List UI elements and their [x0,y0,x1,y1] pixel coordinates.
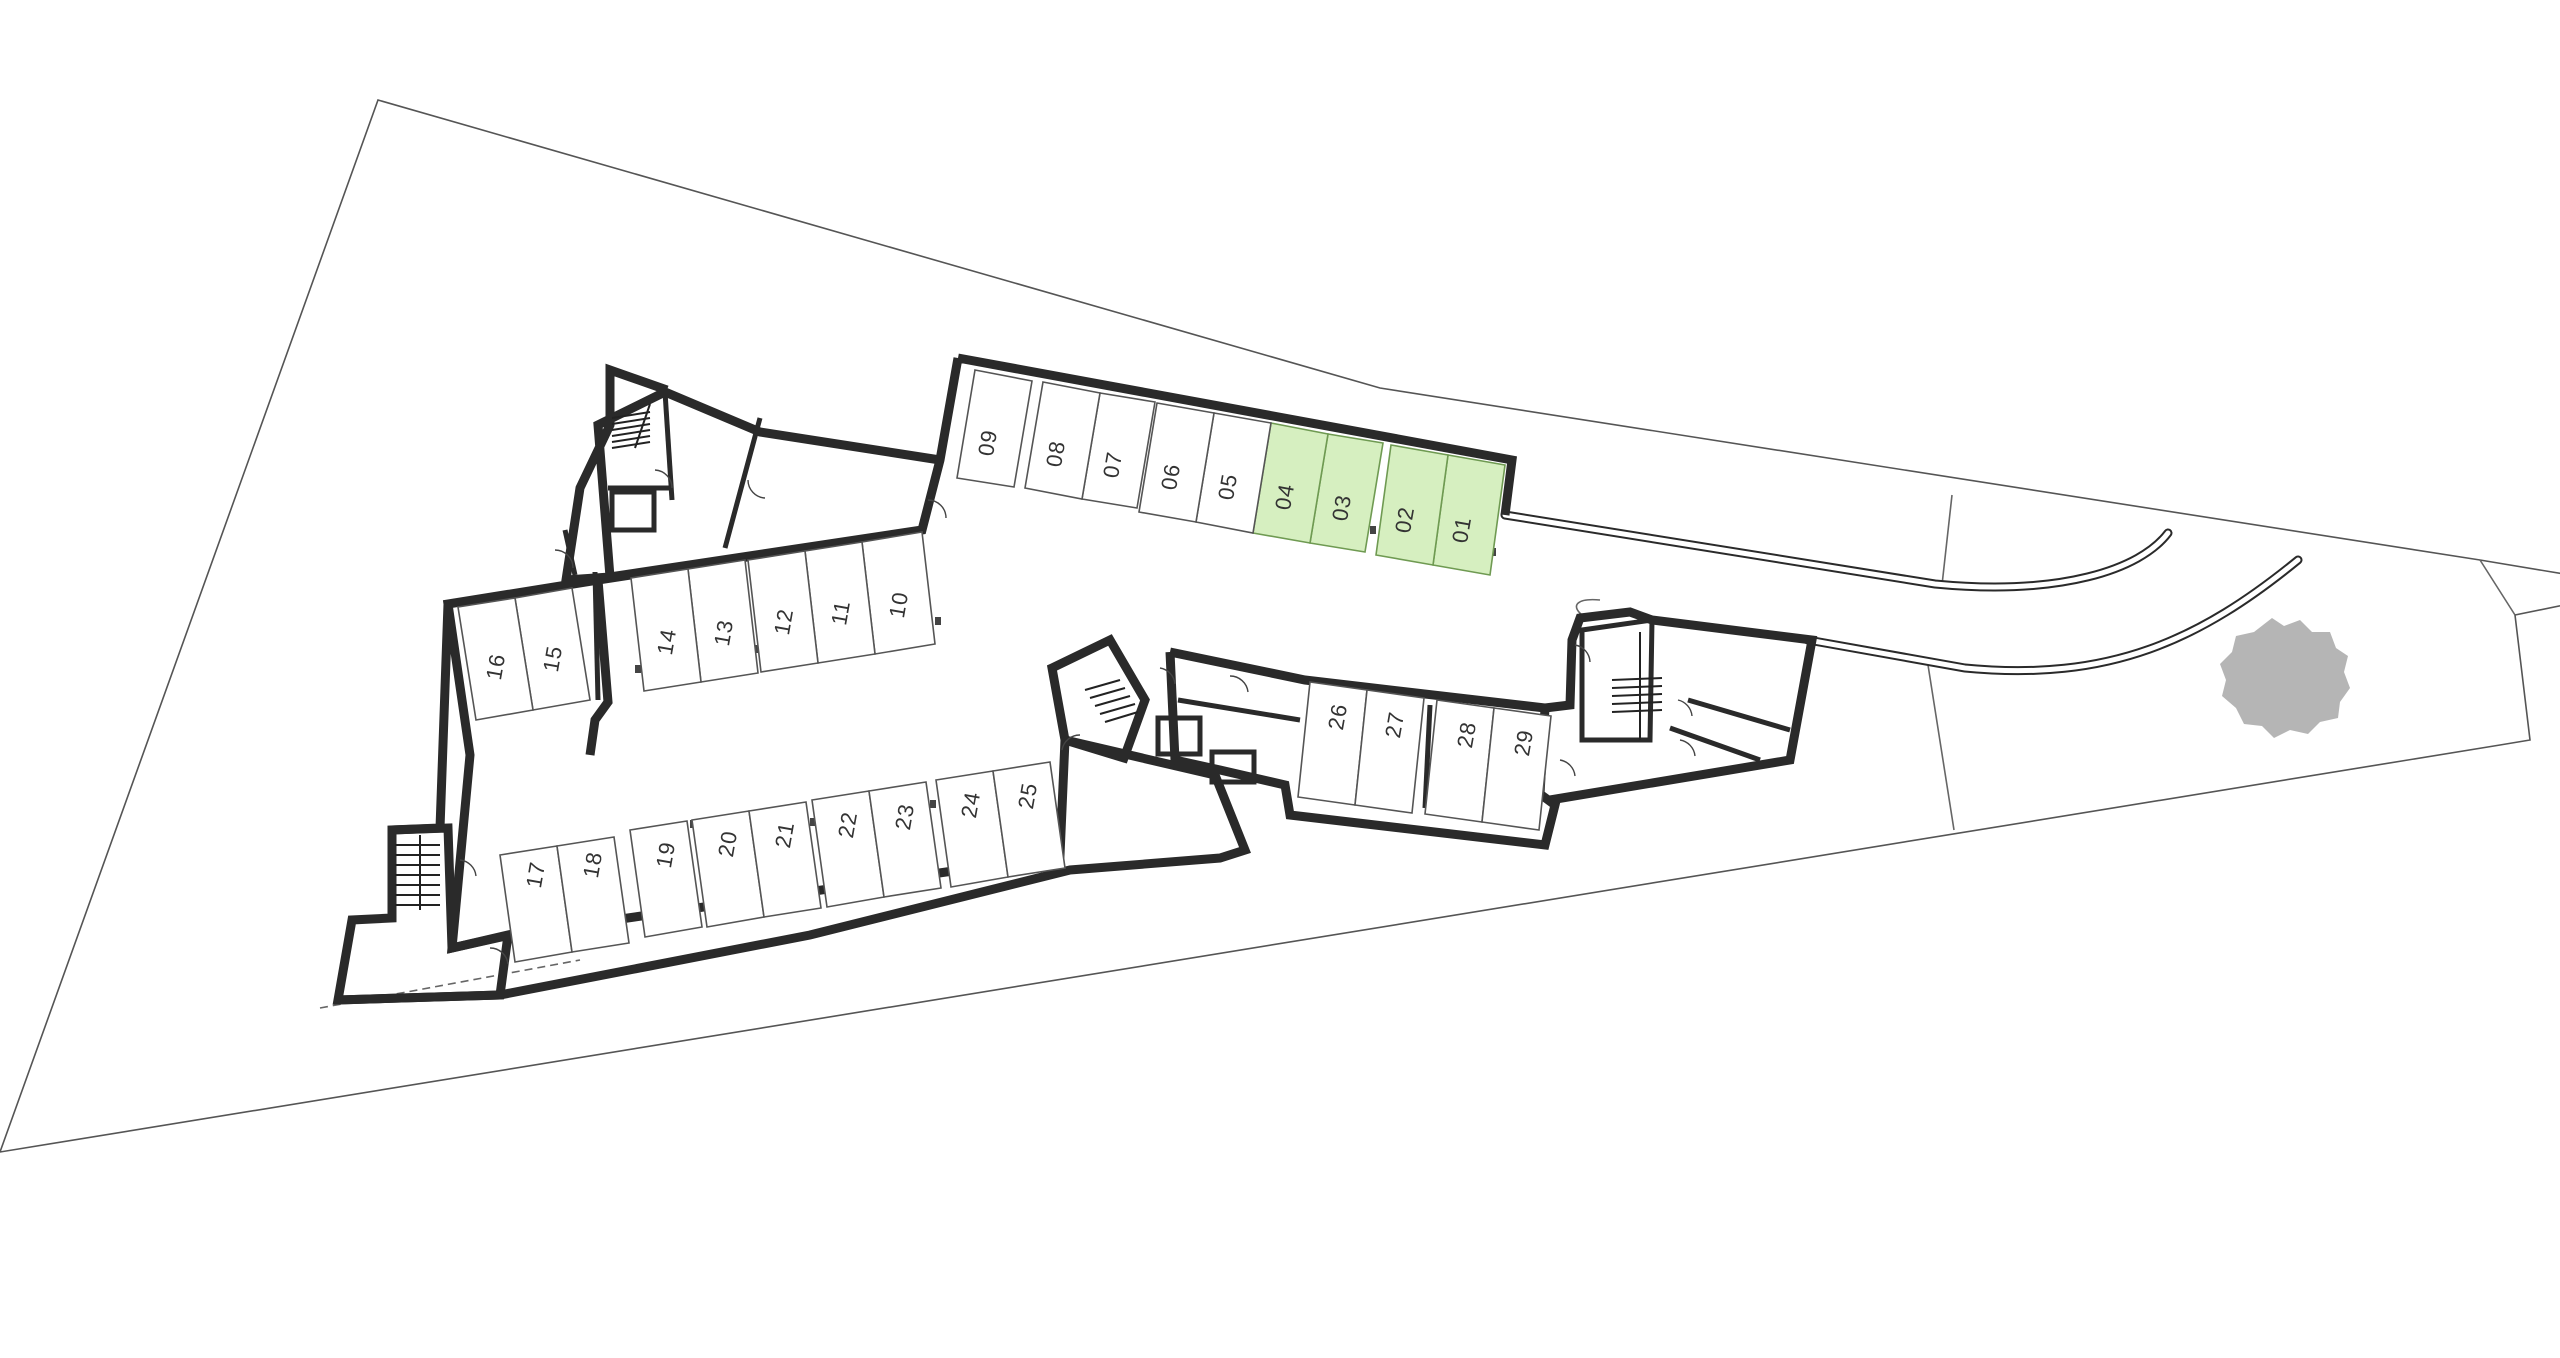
stall-label-18: 18 [578,849,607,879]
door-swing [1677,699,1693,717]
door-swing [1559,759,1576,777]
stair-hatch-center [1084,679,1139,723]
stall-label-09: 09 [973,427,1002,457]
elevator-box [609,489,657,533]
stall-label-29: 29 [1509,727,1538,757]
site-line [1941,494,1953,586]
ramp-wall-south-inner [1805,557,2301,674]
stall-label-14: 14 [652,626,681,656]
ramp-wall-north-inner [1502,512,2171,590]
site-edge [2479,559,2516,616]
partition [1177,697,1301,723]
stall-label-24: 24 [956,789,985,819]
tree-icon [2220,618,2350,738]
door-swing [1159,667,1176,685]
ramp-wall-north [1500,510,2173,592]
stair-hatch-east [1611,632,1663,740]
stall-label-11: 11 [826,598,855,627]
stall-19[interactable] [629,820,703,938]
door-swing [554,549,574,569]
partition [1422,704,1433,809]
stall-label-05: 05 [1213,471,1242,501]
stall-label-01: 01 [1447,514,1476,544]
stair-hatch-southwest [395,835,440,910]
door-swing [1679,739,1696,757]
door-swing [927,499,947,519]
stall-label-10: 10 [884,589,913,619]
door-swing [1574,644,1591,663]
stair-core-center [1046,634,1150,764]
stall-09[interactable] [956,369,1033,488]
stall-label-25: 25 [1013,780,1042,810]
site-line [1927,664,1955,831]
door-swing [489,947,509,965]
partition [1669,725,1761,763]
parking-stalls [457,369,1552,963]
stall-18[interactable] [556,836,630,953]
stall-label-06: 06 [1156,461,1185,491]
stall-label-20: 20 [713,828,742,858]
stall-label-16: 16 [481,651,510,681]
stall-label-22: 22 [833,809,862,839]
ramp-curb [1575,598,1601,616]
stall-label-27: 27 [1380,709,1409,739]
stall-25[interactable] [992,761,1066,878]
elevator-box [1155,715,1203,757]
stall-label-17: 17 [521,859,550,889]
door-swing [747,479,766,499]
stall-label-13: 13 [709,617,738,647]
stall-02[interactable] [1375,444,1449,566]
stall-label-23: 23 [890,801,919,831]
stall-label-15: 15 [538,643,567,673]
stall-23[interactable] [868,781,942,898]
stall-label-04: 04 [1270,481,1299,511]
stair-core-east [1579,617,1655,743]
stall-label-07: 07 [1098,449,1127,479]
stall-12[interactable] [747,550,819,673]
door-swing [1061,734,1081,751]
door-swing [1229,675,1249,693]
stall-label-26: 26 [1323,701,1352,731]
stall-14[interactable] [630,568,702,692]
stall-08[interactable] [1024,381,1101,500]
partition [1687,697,1791,733]
stall-label-12: 12 [769,606,798,636]
stall-16[interactable] [457,597,534,721]
building-east-wall [1165,607,1818,850]
partition [722,417,763,549]
stall-label-28: 28 [1452,719,1481,749]
stall-label-21: 21 [770,819,799,849]
stall-27[interactable] [1354,689,1425,814]
stall-label-19: 19 [651,839,680,869]
door-swing [654,469,673,489]
stall-label-03: 03 [1327,492,1356,522]
door-swing [459,859,477,877]
stall-21[interactable] [748,801,822,918]
stall-labels: 01 02 03 04 05 06 07 08 09 10 11 12 13 1… [481,427,1538,889]
partition [592,571,601,701]
stair-hatch-north [611,403,651,449]
elevator-box [1209,749,1257,785]
stall-label-08: 08 [1041,438,1070,468]
stall-06[interactable] [1138,402,1215,523]
core-southwest [337,823,514,1005]
stall-29[interactable] [1481,707,1552,831]
stall-label-02: 02 [1390,504,1419,534]
